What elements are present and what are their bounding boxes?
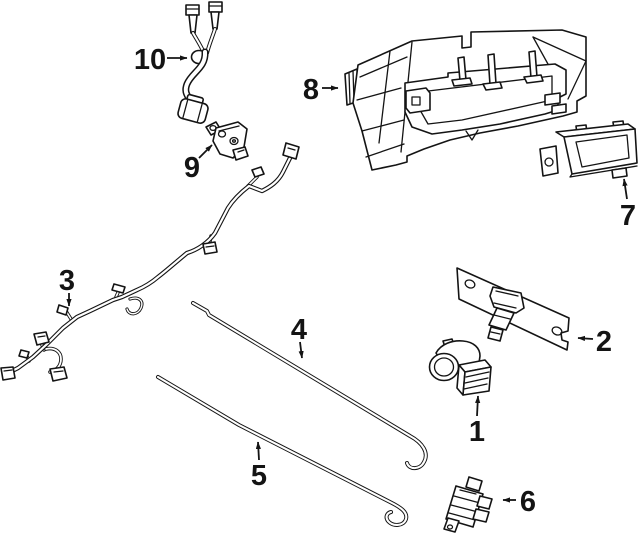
callout-5[interactable]: 5 [251,441,267,492]
callout-10-label[interactable]: 10 [134,44,166,76]
part-bracket-mounted-sensor [205,121,249,161]
callout-9-label[interactable]: 9 [184,152,200,184]
part-upper-rod [191,301,428,471]
callout-1-label[interactable]: 1 [469,416,485,448]
callout-5-label[interactable]: 5 [251,460,267,492]
callout-3[interactable]: 3 [59,265,75,307]
callout-4[interactable]: 4 [291,314,307,359]
callout-8[interactable]: 8 [303,74,339,106]
callout-4-label[interactable]: 4 [291,314,307,346]
callout-2[interactable]: 2 [577,326,612,358]
callout-3-label[interactable]: 3 [59,265,75,297]
callout-8-label[interactable]: 8 [303,74,319,106]
part-bumper-support-panel [344,29,587,171]
callout-7[interactable]: 7 [620,178,636,232]
callout-6-label[interactable]: 6 [520,486,536,518]
part-lower-rod [156,375,409,527]
callout-7-label[interactable]: 7 [620,200,636,232]
part-jumper-wire-pigtail [177,1,223,124]
callout-10[interactable]: 10 [134,44,188,76]
sensor-retainer [487,286,525,342]
callout-1[interactable]: 1 [469,395,485,448]
callout-9[interactable]: 9 [184,144,213,184]
callout-6[interactable]: 6 [502,486,536,518]
grommet [177,93,209,124]
part-wiring-harness [0,142,300,382]
module-lower-tab [611,167,628,179]
part-sensor-mounting-bracket [456,267,570,351]
harness-end-connector [282,142,300,160]
part-small-sensor-module [443,476,493,533]
part-parking-sensor [428,338,492,396]
callout-2-label[interactable]: 2 [596,326,612,358]
part-control-module [539,120,638,179]
